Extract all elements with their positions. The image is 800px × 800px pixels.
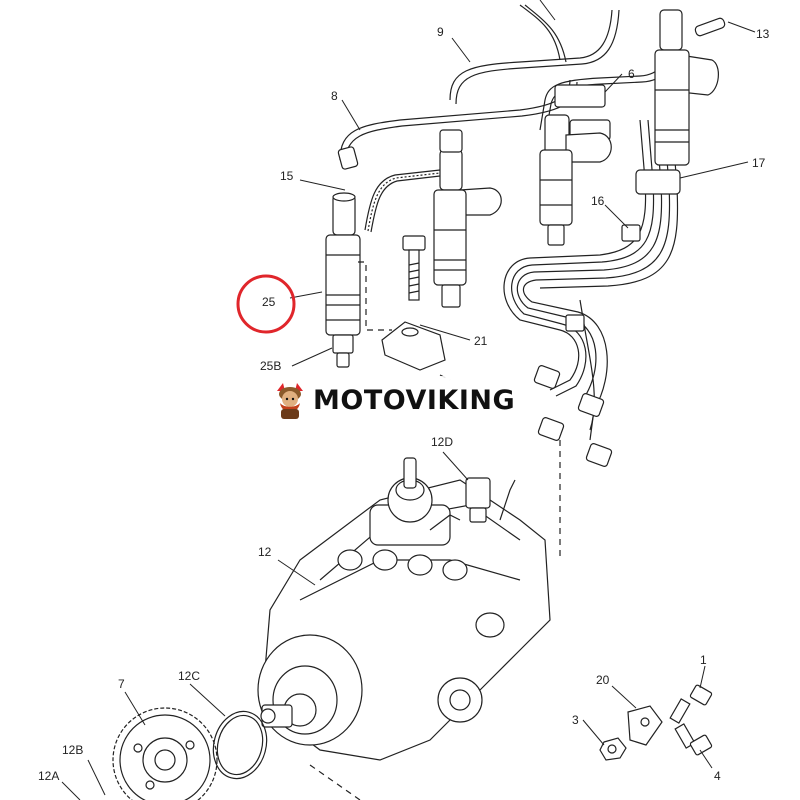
bolt-21 (358, 235, 446, 371)
callout-1: 1 (700, 653, 707, 667)
callout-12D: 12D (431, 435, 453, 449)
watermark-brand: MOTOVIKING (313, 384, 516, 416)
injector-2 (433, 129, 502, 308)
bolt-4 (674, 723, 713, 756)
bolt-1 (669, 684, 713, 724)
callout-13: 13 (756, 27, 770, 41)
callout-25: 25 (262, 295, 276, 309)
callout-9: 9 (437, 25, 444, 39)
shaft-centerline (309, 764, 361, 800)
callout-25B: 25B (260, 359, 281, 373)
injector-3 (539, 114, 612, 246)
callout-6: 6 (628, 67, 635, 81)
callout-21: 21 (474, 334, 488, 348)
return-lines (503, 119, 681, 467)
o-ring-12C (212, 710, 268, 780)
callout-12A: 12A (38, 769, 59, 783)
callout-4: 4 (714, 769, 721, 783)
callout-3: 3 (572, 713, 579, 727)
gear-7 (112, 707, 218, 800)
callout-17: 17 (752, 156, 766, 170)
callout-labels: 13 9 6 8 15 17 16 25 21 25B 12D 12 7 12C… (38, 25, 770, 783)
watermark: MOTOVIKING (263, 376, 533, 424)
injector-25 (325, 146, 361, 368)
callout-12: 12 (258, 545, 272, 559)
injector-4 (654, 9, 726, 166)
leader-lines (61, 0, 756, 800)
callout-12B: 12B (62, 743, 83, 757)
callout-16: 16 (591, 194, 605, 208)
callout-20: 20 (596, 673, 610, 687)
highlight-circle (236, 274, 296, 334)
viking-mascot-icon (277, 383, 303, 419)
bracket-20 (627, 705, 663, 746)
nut-3 (599, 737, 627, 761)
injection-pump-12 (257, 374, 561, 761)
callout-7: 7 (118, 677, 125, 691)
callout-15: 15 (280, 169, 294, 183)
callout-8: 8 (331, 89, 338, 103)
fuel-lines (339, 4, 679, 233)
callout-12C: 12C (178, 669, 200, 683)
